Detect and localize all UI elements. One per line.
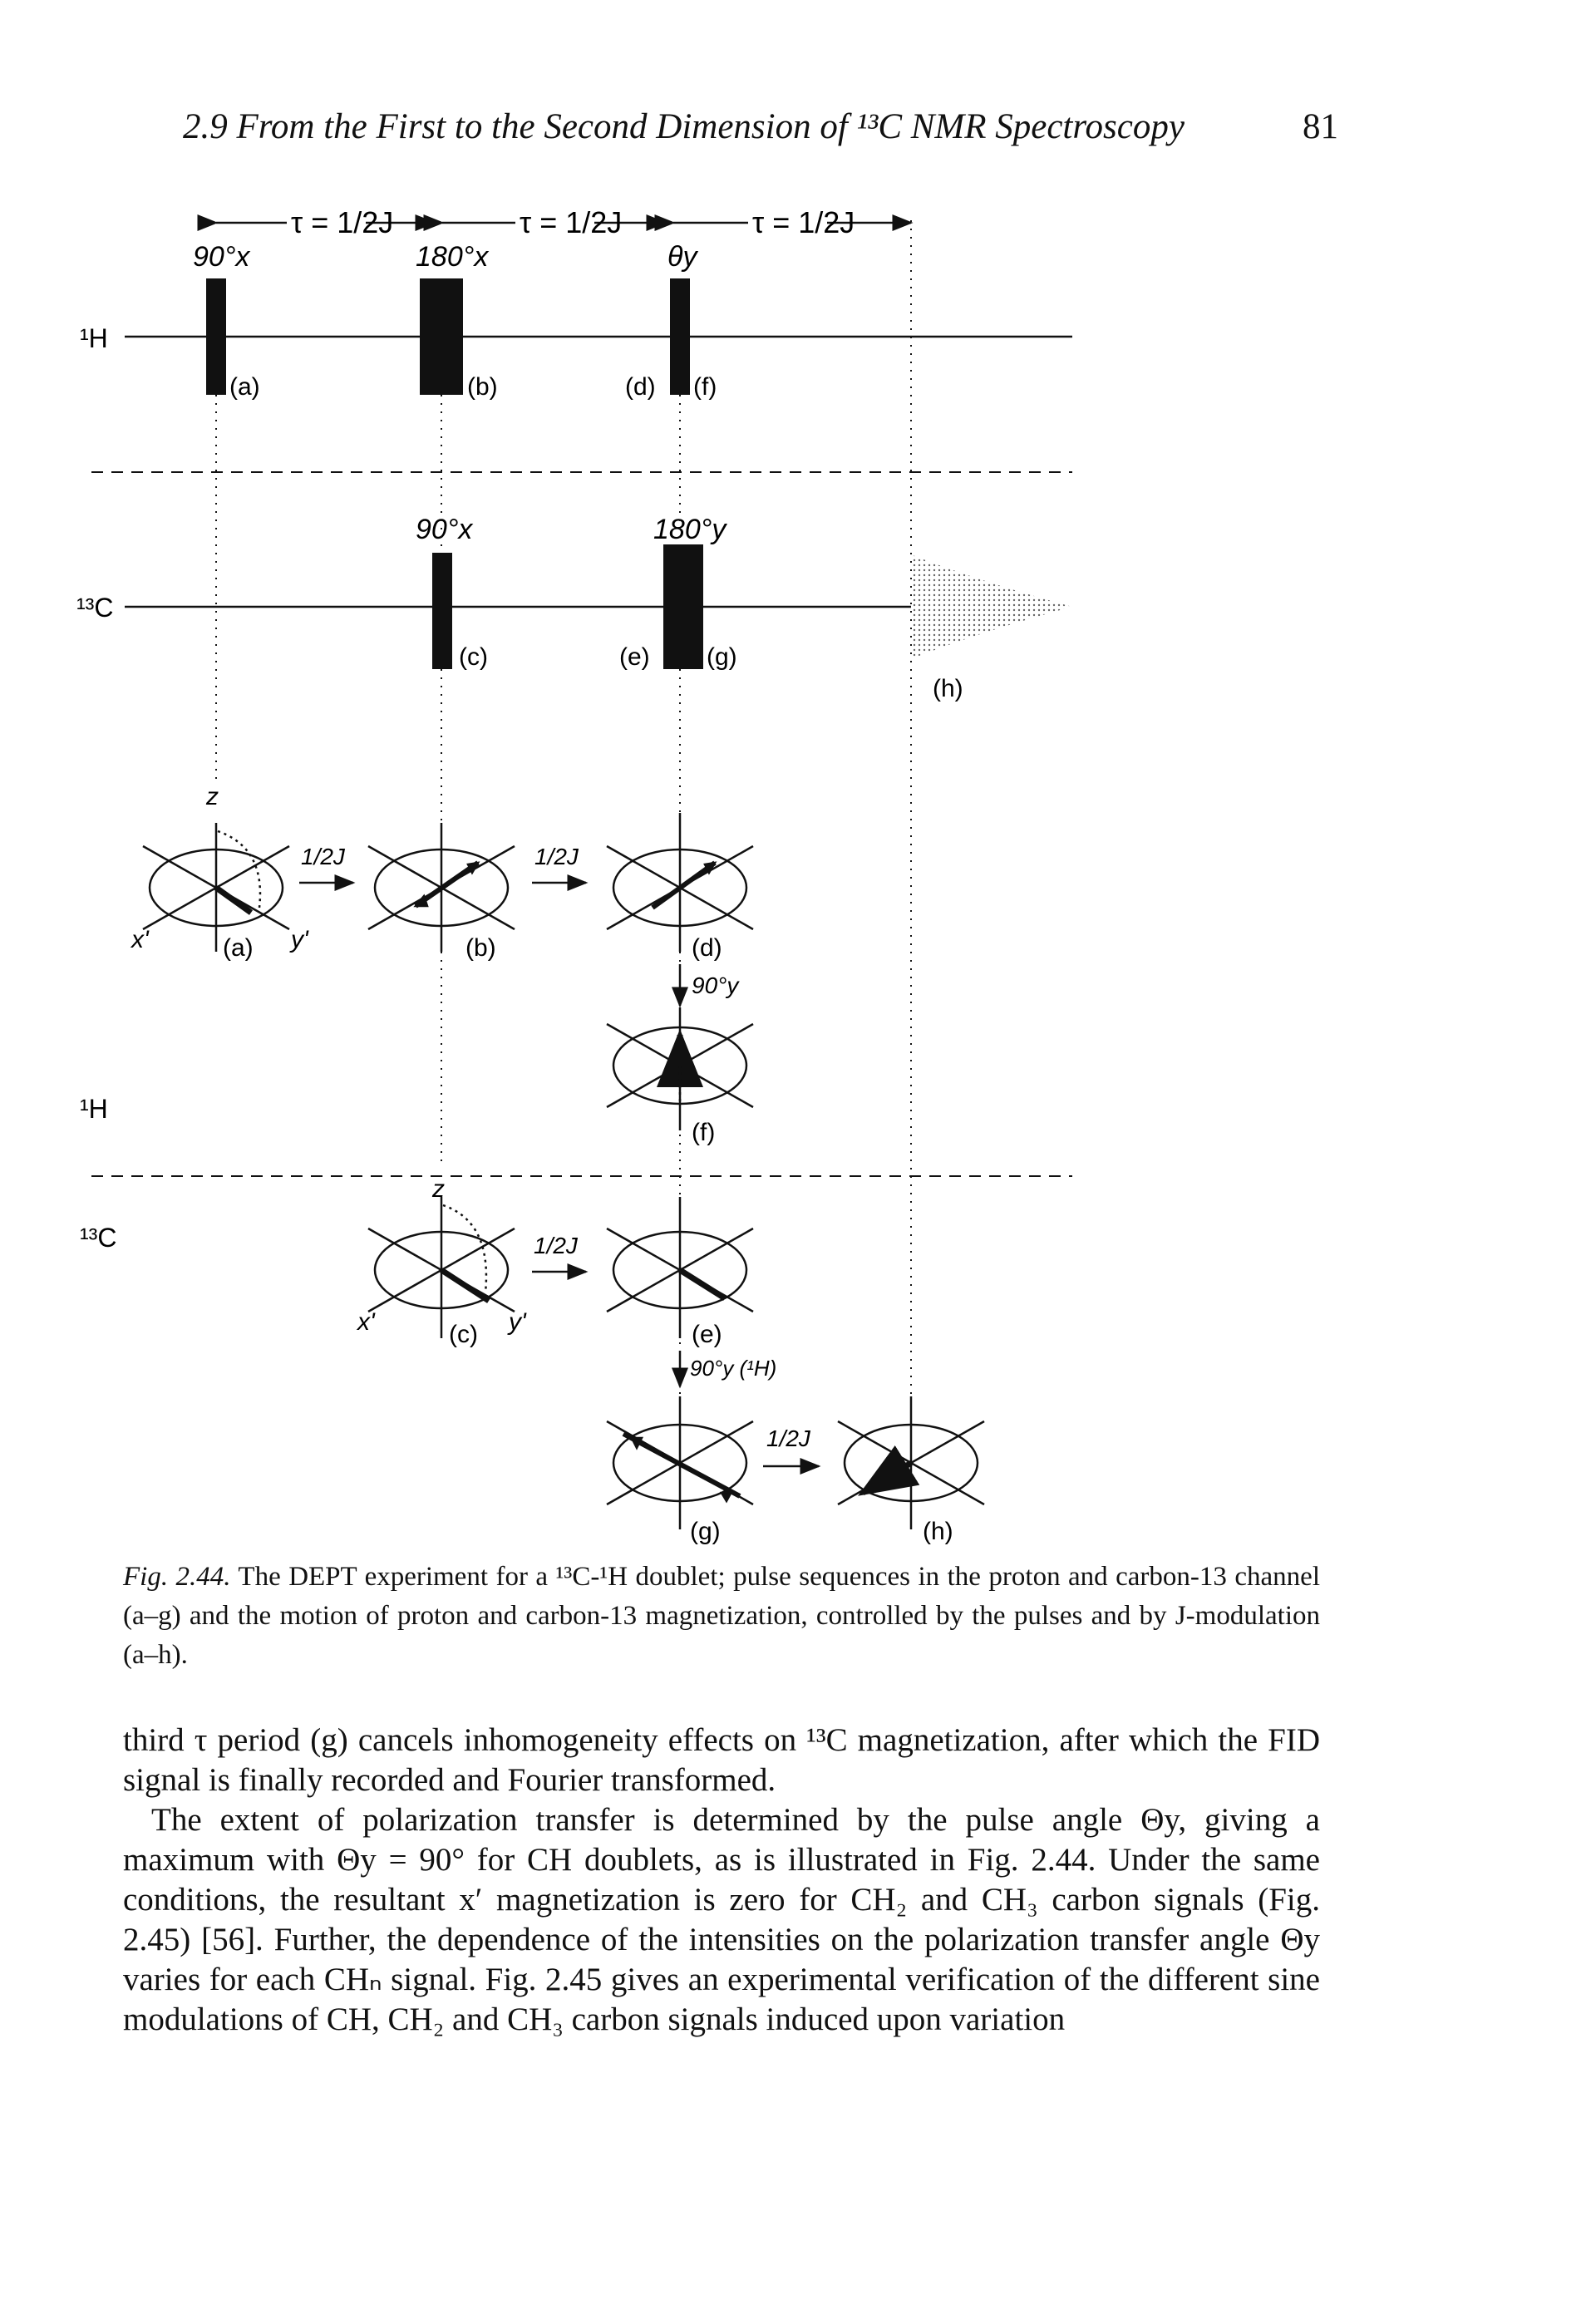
vector-diagram-h	[837, 1396, 985, 1529]
pulse-label-d: (d)	[625, 373, 656, 401]
row-1h-label: ¹H	[80, 1094, 108, 1124]
svg-text:90°y (¹H): 90°y (¹H)	[690, 1356, 776, 1381]
row-13c-label: ¹³C	[80, 1223, 116, 1253]
evolution-arrow-1: 1/2J	[299, 844, 356, 891]
axis-y-label-c: y'	[507, 1308, 527, 1336]
pulse-angle-180x: 180°x	[416, 241, 489, 273]
vector-label-d: (d)	[692, 934, 722, 962]
caption-text: The DEPT experiment for a ¹³C-¹H doublet…	[123, 1562, 1320, 1670]
axis-z-label-a: z	[205, 783, 219, 810]
evolution-arrow-3: 1/2J	[532, 1233, 589, 1280]
svg-text:1/2J: 1/2J	[534, 1233, 579, 1258]
body-text: third τ period (g) cancels inhomogeneity…	[123, 1721, 1320, 2040]
vector-label-h: (h)	[923, 1518, 953, 1545]
pulse-label-c: (c)	[459, 643, 488, 671]
vector-label-c: (c)	[449, 1321, 478, 1348]
pulse-1h-theta-y	[670, 278, 690, 395]
pulse-angle-theta-y: θy	[667, 241, 698, 273]
tau-label-3: τ = 1/2J	[752, 205, 855, 239]
channel-1h-label: ¹H	[80, 323, 108, 353]
vector-diagram-a	[142, 823, 290, 952]
paragraph-2: The extent of polarization transfer is d…	[123, 1802, 1320, 2037]
svg-text:1/2J: 1/2J	[766, 1425, 811, 1451]
caption-label: Fig. 2.44.	[123, 1562, 231, 1592]
vector-diagram-d	[606, 813, 754, 952]
evolution-arrow-2: 1/2J	[532, 844, 589, 891]
pulse-label-a: (a)	[229, 373, 260, 401]
axis-x-label-a: x'	[130, 926, 150, 953]
vector-diagram-e	[606, 1197, 754, 1338]
rotation-arrow-90y-1h: 90°y (¹H)	[672, 1351, 776, 1389]
pulse-label-b: (b)	[467, 373, 498, 401]
axis-z-label-c: z	[431, 1175, 445, 1203]
vector-label-e: (e)	[692, 1321, 722, 1348]
axis-x-label-c: x'	[356, 1308, 376, 1336]
pulse-13c-180y	[663, 544, 703, 669]
vector-label-b: (b)	[465, 934, 496, 962]
vector-label-g: (g)	[690, 1518, 721, 1545]
pulse-angle-13c-180y: 180°y	[653, 514, 727, 545]
dept-figure: τ = 1/2J τ = 1/2J τ = 1/2J ¹H 90°x 180°x…	[76, 199, 1072, 1545]
vector-diagram-c	[367, 1197, 515, 1338]
vector-diagram-b	[367, 823, 515, 952]
pulse-1h-180x	[420, 278, 463, 395]
svg-text:1/2J: 1/2J	[301, 844, 346, 869]
rotation-arrow-90y: 90°y	[672, 964, 740, 1008]
pulse-angle-90x: 90°x	[193, 241, 250, 273]
pulse-angle-13c-90x: 90°x	[416, 514, 473, 545]
pulse-label-e: (e)	[619, 643, 650, 671]
evolution-arrow-4: 1/2J	[763, 1425, 821, 1475]
pulse-label-g: (g)	[707, 643, 737, 671]
figure-caption: Fig. 2.44. The DEPT experiment for a ¹³C…	[123, 1558, 1320, 1675]
vector-diagram-f	[606, 1007, 754, 1130]
axis-y-label-a: y'	[289, 926, 309, 953]
fid-label-h: (h)	[933, 675, 963, 702]
fid-signal	[913, 555, 1072, 658]
tau-label-2: τ = 1/2J	[520, 205, 622, 239]
vector-label-a: (a)	[223, 934, 254, 962]
svg-text:90°y: 90°y	[692, 972, 740, 998]
page-number: 81	[1303, 107, 1338, 146]
tau-label-1: τ = 1/2J	[291, 205, 393, 239]
pulse-1h-90x	[206, 278, 226, 395]
pulse-label-f: (f)	[693, 373, 717, 401]
paragraph-1: third τ period (g) cancels inhomogeneity…	[123, 1722, 1320, 1798]
vector-label-f: (f)	[692, 1119, 715, 1146]
running-title: 2.9 From the First to the Second Dimensi…	[183, 107, 1185, 146]
vector-diagram-g	[606, 1396, 754, 1529]
page-header: 2.9 From the First to the Second Dimensi…	[166, 106, 1338, 156]
channel-13c-label: ¹³C	[76, 593, 113, 623]
svg-text:1/2J: 1/2J	[534, 844, 579, 869]
